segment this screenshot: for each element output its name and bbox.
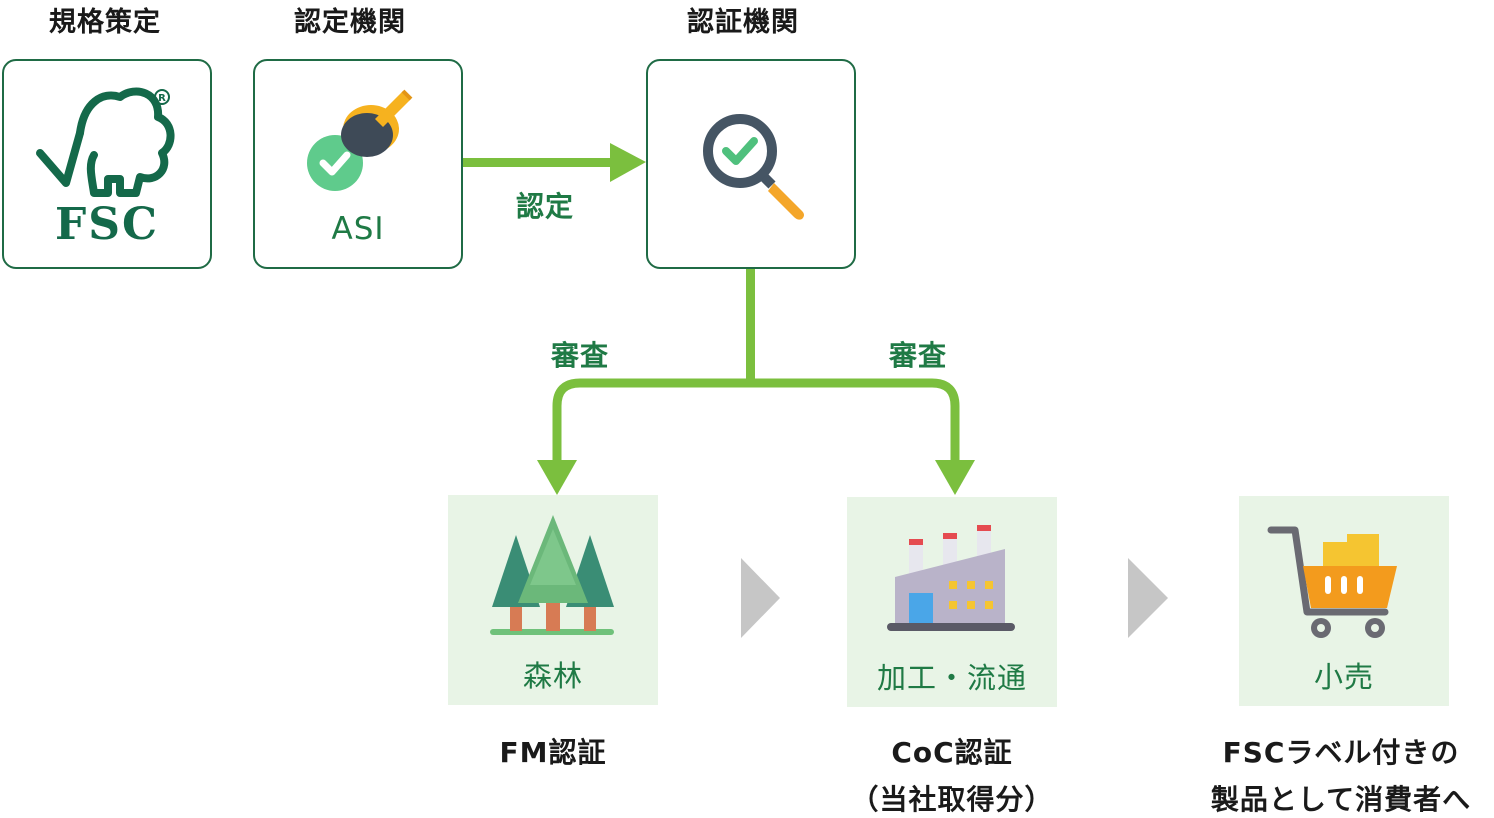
fsc-logo-text: FSC [54,199,160,250]
audit-left-label: 審査 [551,339,610,372]
caption-retail-line2: 製品として消費者へ [1210,783,1472,816]
fsc-logo-icon: R [36,87,175,197]
audit-branch [552,378,960,462]
certification-box [646,59,856,269]
factory-icon [887,525,1015,631]
heading-certification-body: 認証機関 [687,7,799,38]
caption-retail: FSCラベル付きの [1222,736,1460,769]
asi-box: ASI [253,59,463,269]
caption-coc-note: （当社取得分） [850,783,1054,816]
shopping-cart-icon [1267,526,1397,638]
chevron-icon [1128,558,1168,638]
stage-retail: 小売 [1239,496,1449,706]
rubber-stamp-check-icon [307,89,413,191]
stage-processing: 加工・流通 [847,497,1057,707]
stage-label: 小売 [1313,660,1374,694]
accredit-arrow-shaft [463,158,613,167]
audit-trunk [746,269,755,383]
stage-label: 加工・流通 [876,661,1027,695]
stage-label: 森林 [522,659,583,693]
heading-standard: 規格策定 [49,7,161,38]
stage-forest: 森林 [448,495,658,705]
heading-accreditation-body: 認定機関 [294,7,406,38]
fsc-box: R FSC [2,59,212,269]
chevron-icon [741,558,780,638]
audit-right-label: 審査 [889,339,948,372]
magnifier-check-icon [703,114,804,220]
caption-fm: FM認証 [499,736,607,769]
accredit-label: 認定 [516,190,575,223]
accredit-arrow-head [610,143,646,182]
audit-right-arrow-head [935,460,975,495]
svg-text:R: R [158,93,166,104]
caption-coc: CoC認証 [891,736,1013,769]
asi-label: ASI [331,211,385,247]
audit-left-arrow-head [537,460,577,495]
pine-trees-icon [490,515,614,635]
